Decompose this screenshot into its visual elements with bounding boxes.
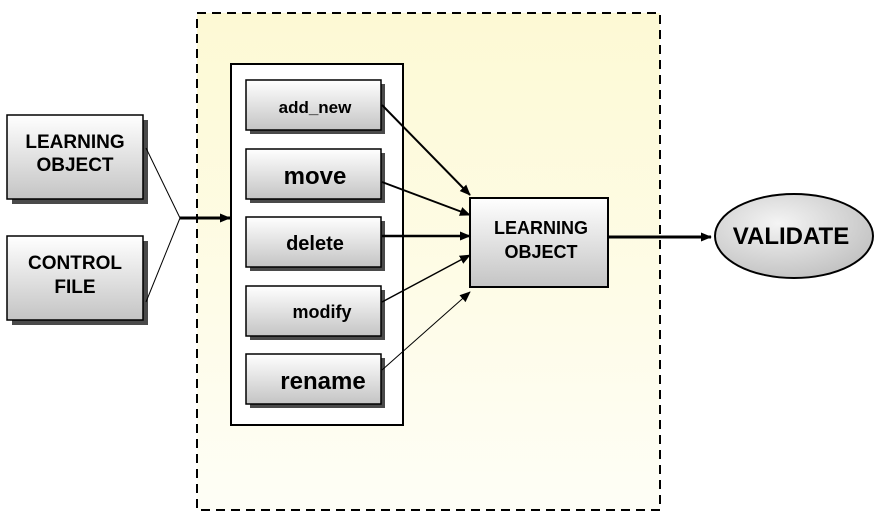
operation-add-new-label: add_new (279, 98, 353, 117)
output-learning-object-line2: OBJECT (504, 242, 577, 262)
arrow-add-new (381, 104, 471, 196)
input-control-file: CONTROL FILE (6, 235, 148, 325)
operation-delete-label: delete (286, 233, 344, 255)
arrow-rename (381, 291, 471, 371)
connector-learning-object (145, 147, 181, 219)
operation-modify: modify (245, 285, 385, 340)
input-learning-object-line2: OBJECT (36, 155, 113, 176)
arrow-move (381, 181, 471, 216)
validate-node: VALIDATE (714, 193, 874, 279)
output-learning-object-line1: LEARNING (494, 218, 588, 238)
operation-rename: rename (245, 353, 385, 408)
connector-control-file (145, 217, 181, 303)
operation-move: move (245, 148, 385, 203)
output-learning-object: LEARNING OBJECT (469, 197, 609, 288)
operation-modify-label: modify (292, 302, 351, 322)
arrow-modify (381, 254, 471, 303)
input-learning-object-line1: LEARNING (25, 132, 124, 153)
operation-rename-label: rename (280, 368, 365, 395)
operation-move-label: move (284, 163, 347, 190)
validate-label: VALIDATE (733, 223, 849, 250)
input-control-file-line1: CONTROL (28, 253, 122, 274)
operation-add-new: add_new (245, 79, 385, 134)
operation-delete: delete (245, 216, 385, 271)
input-control-file-line2: FILE (54, 277, 95, 298)
input-learning-object: LEARNING OBJECT (6, 114, 148, 204)
